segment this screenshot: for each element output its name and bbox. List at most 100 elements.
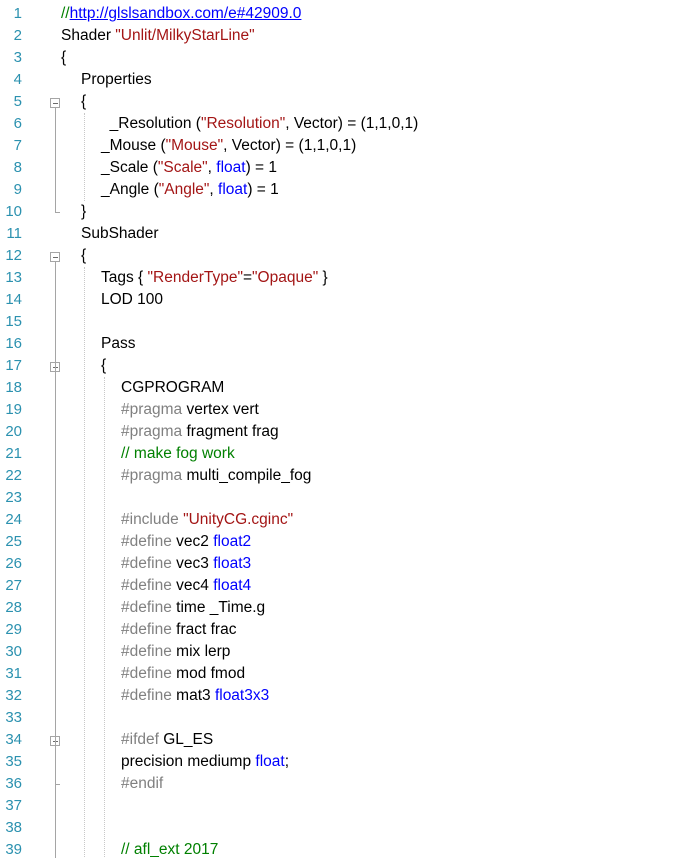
code-token: #pragma [121,467,183,484]
line-number: 1 [13,5,22,22]
code-token: } [81,203,87,220]
code-token: #define [121,665,172,682]
code-token: "Mouse" [165,137,224,154]
code-token: _Resolution ( [109,115,201,132]
line-number: 24 [5,511,22,528]
code-text: #define mix lerp [121,641,230,663]
code-line[interactable]: 23 [0,487,687,509]
code-line[interactable]: 22#pragma multi_compile_fog [0,465,687,487]
code-line[interactable]: 33 [0,707,687,729]
code-line[interactable]: 29#define fract frac [0,619,687,641]
line-number: 5 [13,93,22,110]
code-line[interactable]: 34 #ifdef GL_ES [0,729,687,751]
code-link[interactable]: http://glslsandbox.com/e#42909.0 [69,5,302,22]
code-line[interactable]: 10} [0,201,687,223]
code-token: float [218,181,248,198]
code-line[interactable]: 24#include "UnityCG.cginc" [0,509,687,531]
code-line[interactable]: 7_Mouse ("Mouse", Vector) = (1,1,0,1) [0,135,687,157]
code-line[interactable]: 30 #define mix lerp [0,641,687,663]
code-text: #pragma multi_compile_fog [121,465,311,487]
code-line[interactable]: 32#define mat3 float3x3 [0,685,687,707]
code-token: vec4 [171,577,214,594]
code-token: mat3 [171,687,215,704]
line-number: 30 [5,643,22,660]
code-token: "Scale" [157,159,208,176]
code-line[interactable]: 5{ [0,91,687,113]
code-token: #define [121,643,172,660]
code-token: _Angle ( [101,181,159,198]
code-line[interactable]: 39// afl_ext 2017 [0,839,687,858]
code-text: Pass [101,333,135,355]
code-line[interactable]: 21 // make fog work [0,443,687,465]
code-token: { [81,93,87,110]
code-line[interactable]: 9_Angle ("Angle", float) = 1 [0,179,687,201]
code-line[interactable]: 8_Scale ("Scale", float) = 1 [0,157,687,179]
code-line[interactable]: 1//http://glslsandbox.com/e#42909.0 [0,3,687,25]
code-line[interactable]: 26#define vec3 float3 [0,553,687,575]
code-line[interactable]: 27#define vec4 float4 [0,575,687,597]
code-token: #pragma [121,401,183,418]
code-token: float3 [213,555,252,572]
code-line[interactable]: 16 Pass [0,333,687,355]
collapse-toggle-icon[interactable] [50,98,60,108]
code-line[interactable]: 15 [0,311,687,333]
code-text: #ifdef GL_ES [121,729,213,751]
code-token: // make fog work [121,445,235,462]
line-number: 21 [5,445,22,462]
code-token: ) = 1 [245,159,278,176]
code-token: mix lerp [171,643,231,660]
line-number: 15 [5,313,22,330]
code-token: { [101,357,107,374]
code-token: float2 [213,533,252,550]
code-line[interactable]: 37 [0,795,687,817]
line-number: 31 [5,665,22,682]
code-line[interactable]: 12{ [0,245,687,267]
line-number: 19 [5,401,22,418]
code-line[interactable]: 6 _Resolution ("Resolution", Vector) = (… [0,113,687,135]
line-number: 26 [5,555,22,572]
code-line[interactable]: 17{ [0,355,687,377]
line-number: 8 [13,159,22,176]
code-line[interactable]: 25#define vec2 float2 [0,531,687,553]
collapse-toggle-icon[interactable] [50,252,60,262]
code-token: Shader [61,27,116,44]
code-token: = [242,269,253,286]
line-number: 16 [5,335,22,352]
code-text: } [81,201,86,223]
code-token: #define [121,577,172,594]
code-token: _Scale ( [101,159,158,176]
code-token: ) = 1 [247,181,279,198]
line-number: 34 [5,731,22,748]
code-line[interactable]: 20#pragma fragment frag [0,421,687,443]
code-token: float4 [213,577,252,594]
code-line[interactable]: 3{ [0,47,687,69]
code-line[interactable]: 19 #pragma vertex vert [0,399,687,421]
code-token: mod fmod [171,665,246,682]
code-token: _Mouse ( [101,137,166,154]
code-line[interactable]: 38 [0,817,687,839]
code-token: fract frac [171,621,237,638]
code-token: vertex vert [182,401,259,418]
code-token: #define [121,621,172,638]
line-number: 39 [5,841,22,858]
code-line[interactable]: 31 #define mod fmod [0,663,687,685]
code-line[interactable]: 36#endif [0,773,687,795]
line-number: 33 [5,709,22,726]
line-number: 2 [13,27,22,44]
code-line[interactable]: 28#define time _Time.g [0,597,687,619]
line-number: 11 [6,225,22,242]
line-number: 3 [13,49,22,66]
code-token: Properties [81,71,152,88]
code-token: "Resolution" [200,115,286,132]
fold-end-marker [55,784,60,785]
code-token: #pragma [121,423,183,440]
indent-guide [84,113,85,201]
